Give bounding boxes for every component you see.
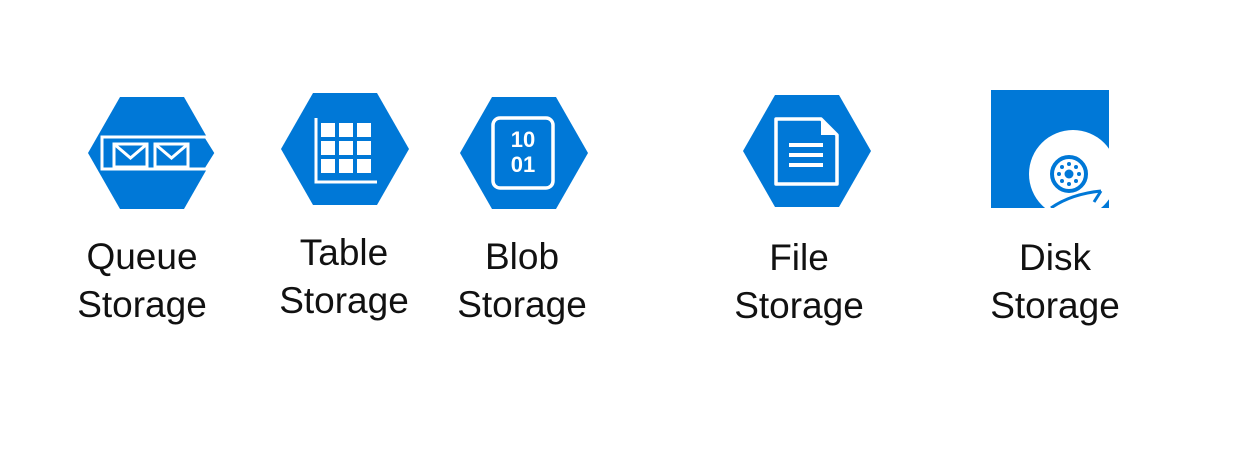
table-storage-icon [281, 93, 409, 205]
disk-storage-label-line1: Disk [1019, 237, 1091, 278]
queue-storage-label-line1: Queue [86, 236, 198, 277]
queue-storage-icon [88, 97, 216, 209]
table-storage-label-line2: Storage [279, 280, 409, 321]
table-storage-label-line1: Table [299, 232, 389, 273]
blob-storage-icon: 10 01 [460, 97, 588, 209]
disk-storage-label: Disk Storage [945, 234, 1165, 330]
file-storage-label-line2: Storage [734, 285, 864, 326]
blob-storage-label-line2: Storage [457, 284, 587, 325]
blob-glyph-bottom: 01 [511, 152, 535, 177]
blob-storage-label: Blob Storage [412, 233, 632, 329]
queue-storage-label-line2: Storage [77, 284, 207, 325]
file-storage-label-line1: File [769, 237, 829, 278]
blob-glyph-top: 10 [511, 127, 535, 152]
disk-storage-icon [991, 90, 1109, 208]
blob-storage-label-line1: Blob [484, 236, 560, 277]
file-storage-icon [743, 95, 871, 207]
table-storage-label: Table Storage [234, 229, 454, 325]
disk-storage-label-line2: Storage [990, 285, 1120, 326]
file-storage-label: File Storage [689, 234, 909, 330]
queue-storage-label: Queue Storage [32, 233, 252, 329]
